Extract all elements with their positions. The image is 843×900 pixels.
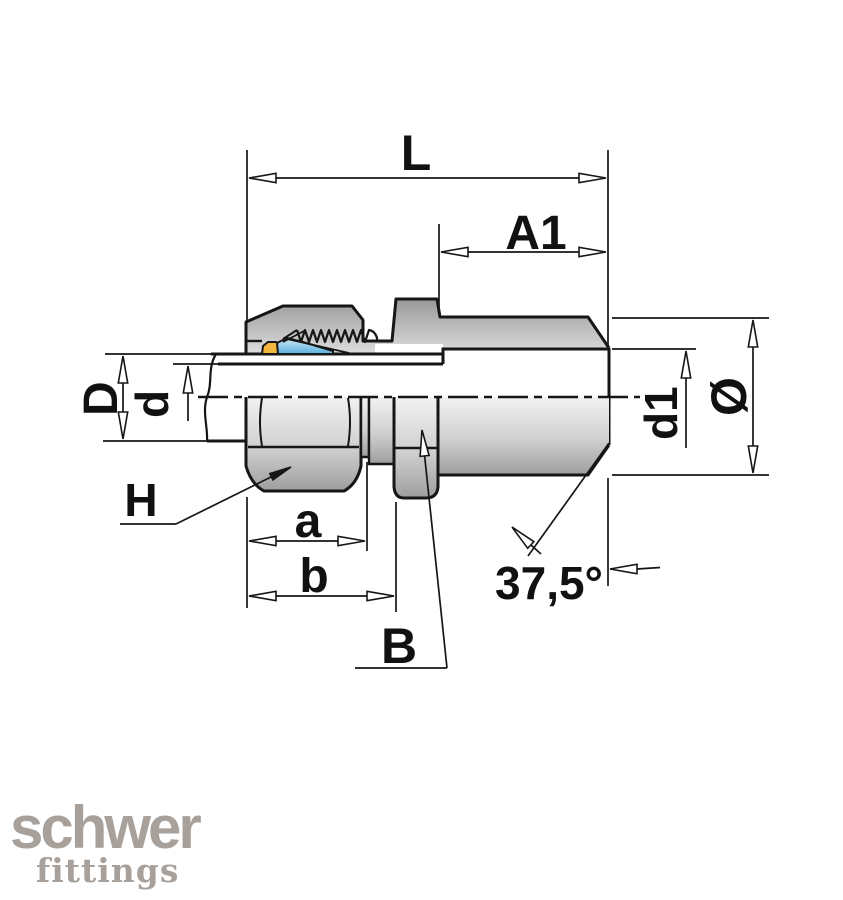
label-d1: d1: [635, 386, 687, 440]
arrow-H-leader: [268, 466, 292, 482]
arrow-D-top: [117, 355, 129, 384]
leader-B: [423, 455, 448, 669]
label-diameter: Ø: [701, 377, 757, 416]
arrow-d-top: [182, 365, 194, 394]
bore-white-region: [206, 349, 608, 441]
arrow-b-right: [366, 590, 395, 602]
nut-lower-fill: [246, 397, 361, 491]
label-A1: A1: [505, 207, 566, 260]
label-L: L: [401, 125, 432, 181]
leader-chamfer-extension: [527, 442, 610, 557]
label-b: b: [299, 550, 328, 603]
dimension-labels: L A1 D d d1 Ø H a b B 37,5°: [75, 125, 757, 674]
leader-H: [175, 476, 272, 525]
tube-lower-fill: [204, 397, 246, 441]
logo-tagline-text: fittings: [36, 851, 180, 890]
bore-shoulder-step: [441, 347, 609, 364]
neck-fill: [369, 397, 394, 464]
external-view-lower: [203, 353, 611, 500]
logo-brand-text: schwer: [10, 794, 202, 861]
arrow-a-left: [248, 535, 277, 547]
nut-lower-outline: [244, 397, 363, 493]
thread-leadin-line: [282, 329, 298, 340]
dimensions: [103, 150, 769, 669]
ferrule-ring: [276, 337, 334, 355]
body-lower-fill: [438, 397, 609, 475]
arrow-L-right: [578, 172, 607, 184]
schwer-fittings-logo: schwer fittings: [10, 794, 202, 890]
arrow-dia-top: [747, 319, 759, 348]
washer-fill: [361, 397, 369, 457]
label-B: B: [381, 618, 417, 674]
label-d: d: [126, 390, 178, 418]
arrowheads: [117, 172, 759, 602]
arrow-angle-1: [511, 526, 536, 550]
thread-profile: [295, 328, 379, 344]
hex-lower-outline: [392, 397, 440, 500]
leader-angle-tail-2: [636, 566, 661, 570]
arrow-a-right: [337, 535, 366, 547]
arrow-B-leader: [419, 429, 431, 458]
label-a: a: [295, 495, 322, 548]
label-H: H: [124, 474, 157, 526]
arrow-angle-2: [609, 563, 638, 575]
arrow-b-left: [248, 590, 277, 602]
arrow-A1-left: [440, 246, 469, 258]
ferrule-back-edge: [282, 330, 305, 343]
arrow-d1-top: [680, 350, 692, 379]
nut-facet-edge-left: [259, 397, 263, 447]
ferrule-cutting-edge: [286, 338, 350, 354]
label-D: D: [75, 381, 128, 416]
arrow-L-left: [248, 172, 277, 184]
section-view-upper: [206, 297, 611, 445]
leader-angle-tail-1: [530, 544, 542, 555]
arrow-dia-bottom: [747, 445, 759, 474]
arrow-D-bottom: [117, 411, 129, 440]
thread-clearance-gap: [375, 344, 443, 354]
label-chamfer-angle: 37,5°: [495, 557, 603, 609]
body-lower-outline: [436, 397, 611, 477]
arrow-A1-right: [578, 246, 607, 258]
nut-facet-edge-right: [347, 397, 351, 447]
